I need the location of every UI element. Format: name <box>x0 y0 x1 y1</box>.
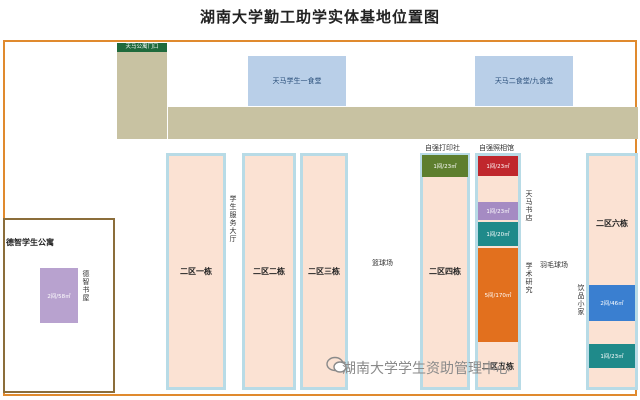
canteen-1: 天马学生一食堂 <box>248 56 346 106</box>
bookroom-label: 德智书屋 <box>82 270 90 302</box>
map-title: 湖南大学勤工助学实体基地位置图 <box>199 8 440 26</box>
road-horizontal <box>168 107 638 139</box>
building-1: 二区一栋 <box>166 153 226 390</box>
road-vertical <box>117 52 167 139</box>
building-6-label: 二区六栋 <box>596 219 628 228</box>
blue-cell: 2间/46㎡ <box>589 285 635 321</box>
basketball-court-label: 篮球场 <box>372 259 393 267</box>
teal-cell: 1间/20㎡ <box>478 222 518 246</box>
right-col-label1: 饮品小家 <box>577 284 585 316</box>
apartment-area <box>3 218 115 393</box>
badminton-court-label: 羽毛球场 <box>540 261 568 269</box>
study-label: 学术研究 <box>525 262 533 294</box>
gate-label: 天马公寓门口 <box>117 43 167 52</box>
store-label: 天马书店 <box>525 190 533 222</box>
building-2: 二区二栋 <box>242 153 296 390</box>
bookroom-cell: 2间/58㎡ <box>40 268 78 323</box>
photo-studio-label: 自强照相馆 <box>479 144 514 152</box>
apartment-label: 德智学生公寓 <box>6 238 54 247</box>
purple-cell: 1间/23㎡ <box>478 202 518 220</box>
building-4: 二区四栋 <box>420 153 470 390</box>
photo-cell: 1间/23㎡ <box>478 156 518 176</box>
service-hall-label: 学生服务大厅 <box>229 195 237 243</box>
orange-cell: 5间/170㎡ <box>478 248 518 342</box>
wechat-icon <box>326 356 347 373</box>
canteen-2: 天马二食堂/九食堂 <box>475 56 573 106</box>
building-3: 二区三栋 <box>300 153 348 390</box>
building-5-label: 二区五栋 <box>482 361 514 371</box>
watermark-text: 湖南大学学生资助管理中心 <box>342 361 510 377</box>
teal-cell-2: 1间/23㎡ <box>589 344 635 368</box>
print-shop-cell: 1间/23㎡ <box>422 155 468 177</box>
print-shop-label: 自强打印社 <box>425 144 460 152</box>
